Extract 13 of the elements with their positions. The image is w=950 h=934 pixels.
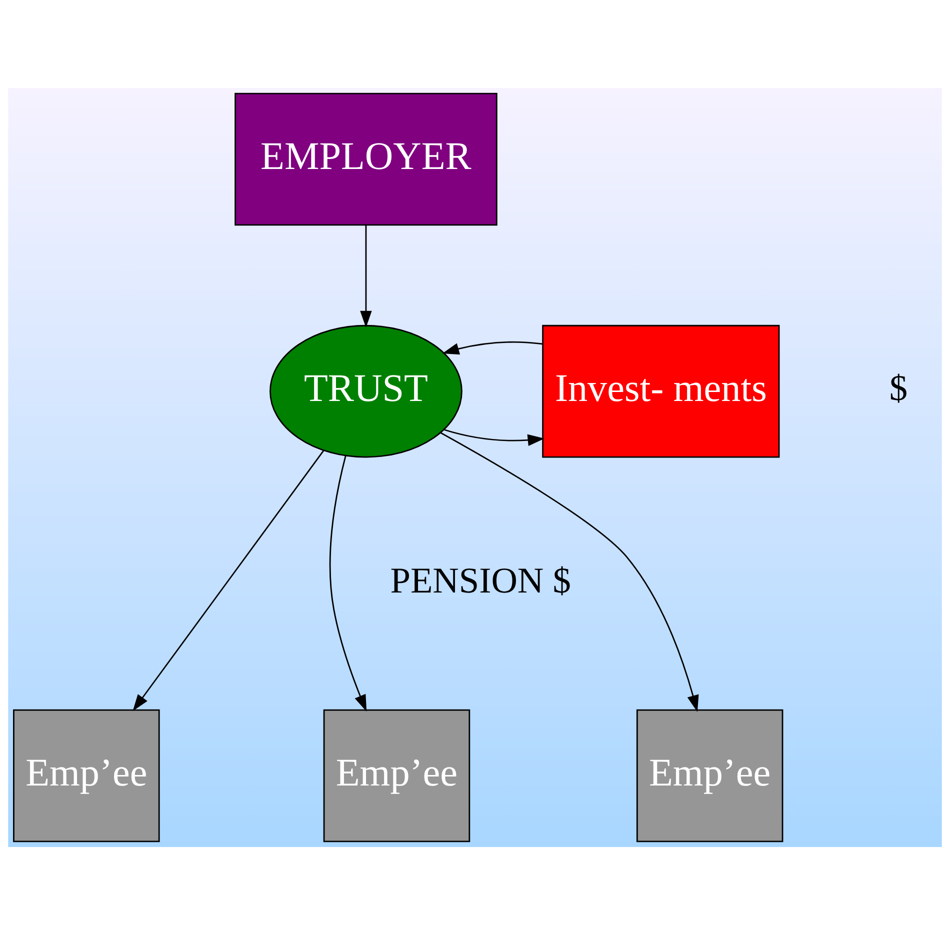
node-box: Emp’ee bbox=[636, 708, 784, 842]
arrow bbox=[329, 455, 367, 712]
node-box: Emp’ee bbox=[13, 708, 160, 842]
arrow bbox=[132, 450, 324, 711]
node-box: EMPLOYER bbox=[234, 92, 498, 226]
label: PENSION $ bbox=[390, 560, 571, 600]
node-box: Emp’ee bbox=[323, 708, 470, 842]
arrow bbox=[442, 340, 543, 354]
node-box: Invest- ments bbox=[542, 324, 780, 458]
arrow bbox=[360, 224, 372, 328]
label: $ bbox=[889, 368, 908, 408]
arrow bbox=[440, 432, 699, 712]
arrow bbox=[444, 428, 545, 446]
